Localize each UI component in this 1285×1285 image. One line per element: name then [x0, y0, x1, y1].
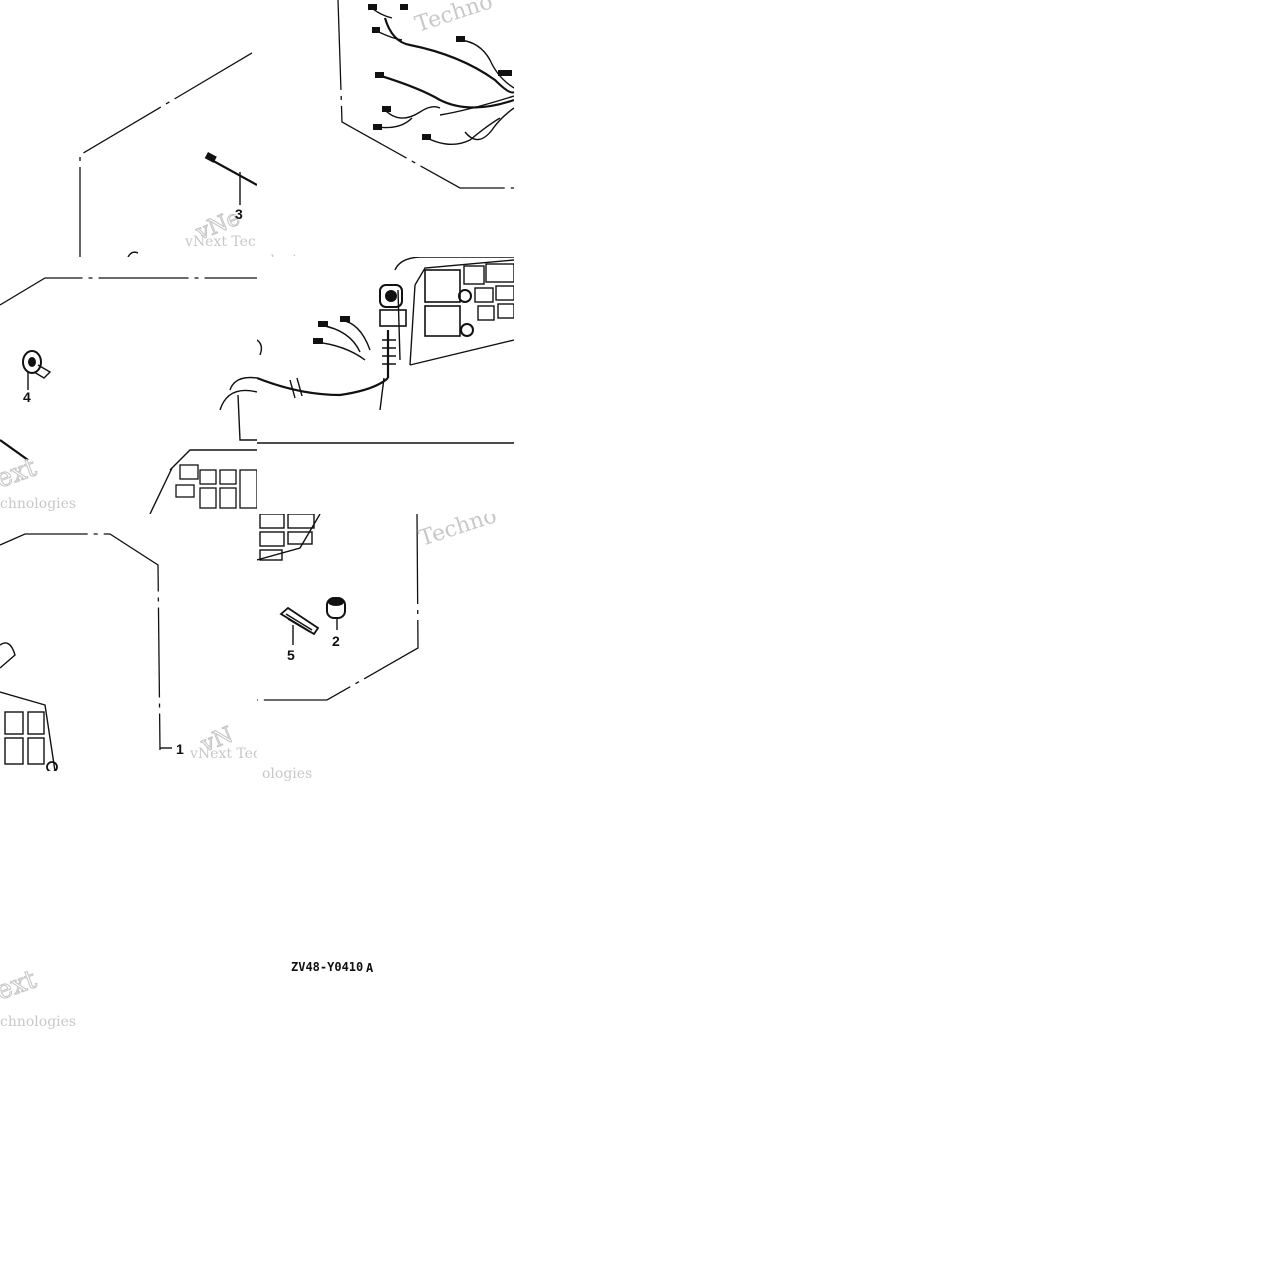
callout-5: 5 — [287, 647, 295, 663]
watermark-fragment: ext — [0, 964, 41, 1006]
watermark-fragment: chnologies — [0, 496, 76, 512]
tile-top-left: vNext Tec vNe — [79, 49, 257, 257]
tile-bottom-left: vN vNext Tec — [0, 533, 261, 771]
callout-3: 3 — [235, 206, 243, 222]
tile-bottom-middle: Techno ologies — [257, 503, 500, 782]
wire-harness — [368, 4, 514, 145]
grille-corner — [257, 514, 321, 561]
watermark-fragment: ologies — [262, 766, 312, 782]
cable-tie-part — [207, 157, 257, 186]
tile-top-middle: Techno ologies — [262, 0, 514, 269]
callout-2: 2 — [332, 633, 340, 649]
watermark-fragment: ologies — [262, 766, 312, 782]
diagram-code-suffix: A — [366, 961, 374, 975]
callout-4: 4 — [23, 389, 31, 405]
watermark-fragment: Techno — [416, 503, 500, 551]
callout-1: 1 — [176, 741, 184, 757]
watermark-fragment: Techno — [412, 0, 496, 38]
tile-center — [257, 257, 514, 444]
grommet-part — [22, 350, 52, 379]
carrier-frame — [149, 376, 257, 514]
clip-part — [279, 606, 320, 636]
watermark-fragment: chnologies — [0, 1014, 76, 1030]
watermark-brand-short: vNext Tec — [189, 746, 261, 762]
watermark-fragment: ologies — [262, 253, 312, 269]
carrier-frame-lower — [0, 642, 58, 771]
ignition-switch — [379, 257, 514, 411]
watermark-fragment: ext — [0, 452, 41, 494]
carrier-grille — [409, 259, 514, 366]
bushing-part — [326, 597, 346, 619]
tile-middle-left: chnologies ext — [0, 277, 257, 514]
watermark-brand-short: vNext Tec — [184, 234, 256, 250]
diagram-code: ZV48-Y0410 — [291, 960, 363, 974]
wire-leads — [257, 316, 389, 399]
